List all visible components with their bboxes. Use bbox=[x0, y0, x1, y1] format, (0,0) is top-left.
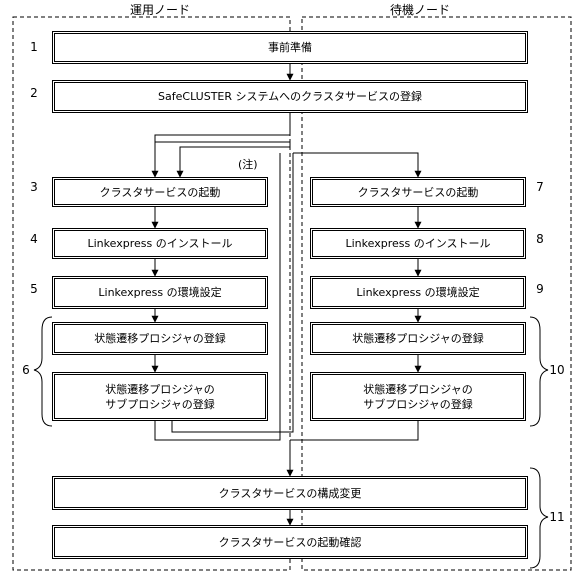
header-standby-node: 待機ノード bbox=[389, 3, 450, 17]
step-number-5: 5 bbox=[30, 282, 38, 296]
arrow-to-7 bbox=[293, 152, 422, 178]
step-box-2: SafeCLUSTER システムへのクラスタサービスの登録 bbox=[52, 80, 528, 113]
step-number-2: 2 bbox=[30, 86, 38, 100]
step-box-11b: クラスタサービスの起動確認 bbox=[52, 525, 528, 559]
step-number-3: 3 bbox=[30, 180, 38, 194]
brace-10 bbox=[529, 316, 549, 427]
brace-6 bbox=[33, 316, 53, 427]
step-number-6: 6 bbox=[22, 363, 30, 377]
step-box-8: Linkexpress のインストール bbox=[310, 228, 526, 259]
join-right bbox=[290, 421, 419, 441]
step-number-11: 11 bbox=[549, 510, 565, 524]
step-number-9: 9 bbox=[536, 282, 544, 296]
arrow-2-7 bbox=[154, 113, 291, 178]
brace-11 bbox=[529, 467, 549, 569]
step-box-9: Linkexpress の環境設定 bbox=[310, 276, 526, 309]
step-box-6b: 状態遷移プロシジャの サブプロシジャの登録 bbox=[52, 372, 268, 421]
step-box-4: Linkexpress のインストール bbox=[52, 228, 268, 259]
arrow-2-3 bbox=[151, 113, 291, 178]
step-box-10a: 状態遷移プロシジャの登録 bbox=[310, 322, 526, 355]
step-box-7: クラスタサービスの起動 bbox=[310, 177, 526, 207]
step-number-7: 7 bbox=[536, 180, 544, 194]
step-box-3: クラスタサービスの起動 bbox=[52, 177, 268, 207]
step-number-10: 10 bbox=[549, 363, 565, 377]
step-box-11a: クラスタサービスの構成変更 bbox=[52, 476, 528, 510]
step-box-5: Linkexpress の環境設定 bbox=[52, 276, 268, 309]
standby-node-lane bbox=[301, 16, 572, 571]
step-number-4: 4 bbox=[30, 232, 38, 246]
join-left bbox=[154, 421, 281, 441]
note-label: (注) bbox=[238, 158, 258, 171]
step-number-8: 8 bbox=[536, 232, 544, 246]
step-box-6a: 状態遷移プロシジャの登録 bbox=[52, 322, 268, 355]
active-node-lane bbox=[12, 16, 291, 571]
step-number-1: 1 bbox=[30, 40, 38, 54]
step-box-10b: 状態遷移プロシジャの サブプロシジャの登録 bbox=[310, 372, 526, 421]
step-box-1: 事前準備 bbox=[52, 31, 528, 64]
header-active-node: 運用ノード bbox=[129, 3, 190, 17]
join-left-inner bbox=[171, 421, 294, 433]
